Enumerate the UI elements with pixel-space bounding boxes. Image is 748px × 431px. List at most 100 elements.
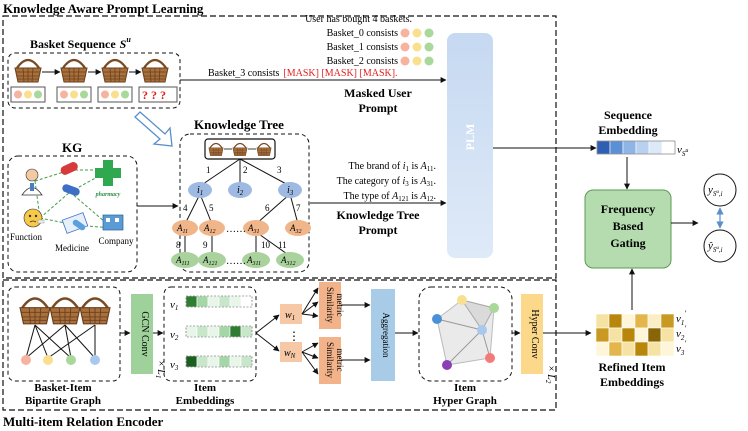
bottom-panel-border (2, 279, 557, 411)
item-emb-row-border (185, 325, 253, 338)
svg-text:2: 2 (243, 165, 248, 175)
sequence-embedding-label-1: Sequence (604, 108, 653, 122)
top-panel-title: Knowledge Aware Prompt Learning (3, 1, 204, 16)
seq-emb-cell (661, 140, 676, 155)
masked-prompt-label-1: Masked User (344, 86, 412, 100)
item-emb-cell (229, 325, 242, 338)
item-emb-cell (240, 355, 253, 368)
svg-text:A12: A12 (203, 223, 216, 235)
target-y-label: ySu,i (707, 184, 723, 198)
refined-emb-cell (621, 313, 636, 329)
item-emb-cell (218, 325, 231, 338)
svg-text:Basket_3 consists[MASK] [MASK]: Basket_3 consists[MASK] [MASK] [MASK]. (208, 68, 398, 79)
tree-prompt-label-2: Prompt (358, 223, 397, 237)
v2-label: v2 (170, 329, 179, 342)
svg-text:7: 7 (296, 203, 301, 213)
item-emb-row-border (185, 355, 253, 368)
item-emb-cell (207, 355, 220, 368)
hyper-graph (432, 295, 499, 370)
svg-text:A11: A11 (176, 223, 188, 235)
svg-text:3: 3 (277, 165, 282, 175)
svg-text:User has bought 4 baskets.: User has bought 4 baskets. (305, 14, 412, 25)
seq-emb-cell (622, 140, 637, 155)
w1-label: w1 (285, 310, 295, 322)
aggregation-block (371, 289, 395, 381)
doctor-icon (25, 168, 39, 182)
seq-emb-cell (635, 140, 650, 155)
refined-emb-cell (634, 327, 649, 343)
item-emb-cell (240, 325, 253, 338)
company-icon (102, 214, 124, 231)
predicted-y-node (703, 229, 737, 263)
kg-box (7, 155, 138, 273)
item-emb-cell (240, 295, 253, 308)
item-emb-cell (185, 325, 198, 338)
svg-text:pharmacy: pharmacy (95, 192, 121, 198)
svg-text:i2: i2 (237, 185, 244, 197)
sequence-embedding-symbol: vSu (677, 144, 688, 158)
hyper-graph-box (418, 286, 513, 382)
fanout-lines (301, 287, 319, 375)
hyper-graph-label-2: Hyper Graph (433, 395, 497, 407)
item-emb-cell (207, 295, 220, 308)
top-panel-border (2, 15, 557, 279)
refined-emb-cell (595, 341, 610, 357)
pharmacy-cross-icon (95, 160, 121, 186)
knowledge-tree-box (179, 133, 310, 273)
hollow-arrow-icon (134, 111, 173, 147)
refined-emb-cell (660, 341, 675, 357)
w1-block (280, 304, 302, 324)
bipartite-label-1: Basket-Item (34, 382, 91, 394)
item-emb-cell (196, 325, 209, 338)
svg-text:A32: A32 (289, 223, 302, 235)
seq-emb-cell (648, 140, 663, 155)
refined-emb-cell (634, 341, 649, 357)
predicted-y-label: ŷSu,i (707, 240, 723, 254)
svg-text:The brand of i1 is A11.: The brand of i1 is A11. (349, 161, 436, 173)
item-embeddings-label-1: Item (194, 382, 216, 394)
svg-text:A111: A111 (175, 255, 190, 267)
refined-emb-cell (660, 313, 675, 329)
svg-text:i3: i3 (287, 185, 294, 197)
item-emb-cell (218, 355, 231, 368)
similarity-1-line2: metric (335, 294, 345, 317)
hyper-conv-block (521, 294, 543, 374)
hyper-conv-label: Hyper Conv (529, 309, 540, 358)
item-emb-cell (196, 355, 209, 368)
gating-label-1: Frequency (601, 202, 655, 216)
item-embeddings-matrix (185, 295, 253, 368)
svg-text:i1: i1 (197, 185, 203, 197)
svg-text:1: 1 (206, 165, 211, 175)
emb-to-wN-arrow (255, 332, 280, 352)
svg-text:A31: A31 (247, 223, 260, 235)
svg-text:Basket_2 consists: Basket_2 consists (327, 56, 398, 67)
w-dots: ⋮ (288, 329, 300, 343)
refined-label-1: Refined Item (599, 360, 666, 374)
plm-block (447, 33, 493, 258)
emb-to-w1-arrow (255, 314, 280, 334)
similarity-block-2 (319, 337, 341, 384)
pill-icon (60, 162, 78, 175)
aggregation-label: Aggregation (381, 313, 391, 358)
svg-text:A121: A121 (202, 255, 218, 267)
basket-icon-2 (100, 58, 130, 84)
similarity-2-line1: Similarity (325, 342, 335, 379)
refined-emb-cell (608, 327, 623, 343)
refined-v1-label: v1′ (676, 309, 686, 327)
refined-v2-label: v2′ (676, 324, 686, 342)
item-embeddings-label-2: Embeddings (176, 395, 235, 407)
svg-text:8: 8 (176, 240, 181, 250)
similarity-2-line2: metric (335, 349, 345, 372)
svg-text:Basket_1 consists: Basket_1 consists (327, 42, 398, 53)
sequence-embedding-vector (596, 140, 676, 155)
refined-emb-cell (647, 341, 662, 357)
similarity-block-1 (319, 282, 341, 329)
sequence-embedding-label-2: Embedding (598, 123, 657, 137)
svg-text:A312: A312 (280, 255, 296, 267)
refined-emb-cell (595, 327, 610, 343)
item-emb-cell (185, 295, 198, 308)
bipartite-graph (18, 297, 112, 365)
plm-label: PLM (463, 124, 477, 151)
v1-label: v1 (170, 299, 178, 312)
